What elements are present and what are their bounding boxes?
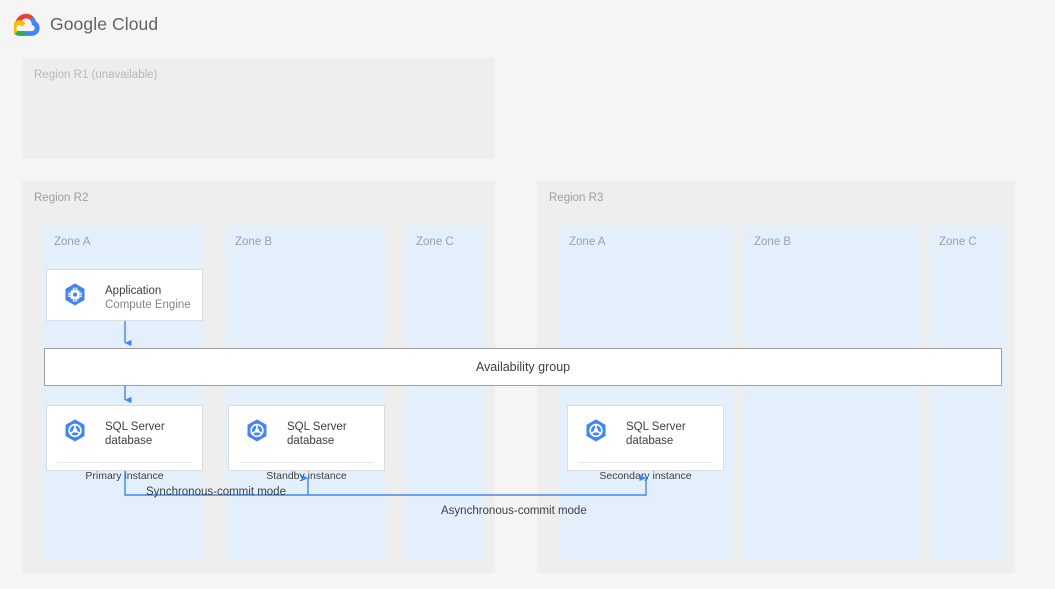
card-db-secondary-footer: Secondary instance bbox=[599, 470, 692, 482]
card-application-text: Application Compute Engine bbox=[105, 284, 191, 312]
card-db-secondary-body: SQL Server database bbox=[568, 406, 723, 462]
zone-r3-b-label: Zone B bbox=[754, 236, 792, 248]
card-db-secondary-text: SQL Server database bbox=[626, 420, 686, 448]
card-db-secondary-title: SQL Server database bbox=[626, 421, 686, 447]
zone-r3-b: Zone B bbox=[744, 225, 919, 560]
zone-r3-c: Zone C bbox=[929, 225, 1006, 560]
zone-r2-b-label: Zone B bbox=[235, 236, 273, 248]
region-r2-label: Region R2 bbox=[34, 192, 89, 204]
card-application-subtitle: Compute Engine bbox=[105, 299, 191, 311]
card-application[interactable]: Application Compute Engine bbox=[46, 269, 203, 321]
card-db-standby[interactable]: SQL Server database Standby instance bbox=[228, 405, 385, 482]
card-db-secondary[interactable]: SQL Server database Secondary instance bbox=[567, 405, 724, 482]
compute-engine-icon bbox=[65, 283, 85, 306]
card-db-primary-title: SQL Server database bbox=[105, 421, 165, 447]
card-db-primary-divider bbox=[57, 462, 192, 463]
card-db-primary[interactable]: SQL Server database Primary instance bbox=[46, 405, 203, 482]
sql-server-database-icon bbox=[247, 419, 267, 442]
brand-title: Google Cloud bbox=[50, 13, 159, 34]
card-db-standby-title: SQL Server database bbox=[287, 421, 347, 447]
card-application-body: Application Compute Engine bbox=[47, 270, 202, 326]
google-cloud-logo-icon bbox=[14, 13, 40, 36]
card-db-standby-divider bbox=[239, 462, 374, 463]
zone-r2-a-label: Zone A bbox=[54, 236, 91, 248]
sql-server-database-icon bbox=[65, 419, 85, 442]
card-db-primary-body: SQL Server database bbox=[47, 406, 202, 462]
card-db-standby-text: SQL Server database bbox=[287, 420, 347, 448]
card-application-title: Application bbox=[105, 285, 162, 297]
availability-group-bar: Availability group bbox=[44, 348, 1002, 386]
synchronous-commit-mode-label: Synchronous-commit mode bbox=[146, 486, 286, 498]
zone-r2-c-label: Zone C bbox=[416, 236, 454, 248]
region-r3-label: Region R3 bbox=[549, 192, 604, 204]
availability-group-label: Availability group bbox=[475, 360, 571, 374]
card-db-secondary-divider bbox=[578, 462, 713, 463]
asynchronous-commit-mode-label: Asynchronous-commit mode bbox=[441, 505, 587, 517]
card-db-standby-body: SQL Server database bbox=[229, 406, 384, 462]
region-r1: Region R1 (unavailable) bbox=[22, 58, 495, 159]
zone-r3-c-label: Zone C bbox=[939, 236, 977, 248]
sql-server-database-icon bbox=[586, 419, 606, 442]
region-r1-label: Region R1 (unavailable) bbox=[34, 69, 158, 81]
card-db-primary-text: SQL Server database bbox=[105, 420, 165, 448]
zone-r2-b: Zone B bbox=[225, 225, 386, 560]
app-header: Google Cloud bbox=[0, 0, 1055, 48]
zone-r3-a-label: Zone A bbox=[569, 236, 606, 248]
zone-r2-c: Zone C bbox=[406, 225, 483, 560]
zone-r3-a: Zone A bbox=[559, 225, 734, 560]
